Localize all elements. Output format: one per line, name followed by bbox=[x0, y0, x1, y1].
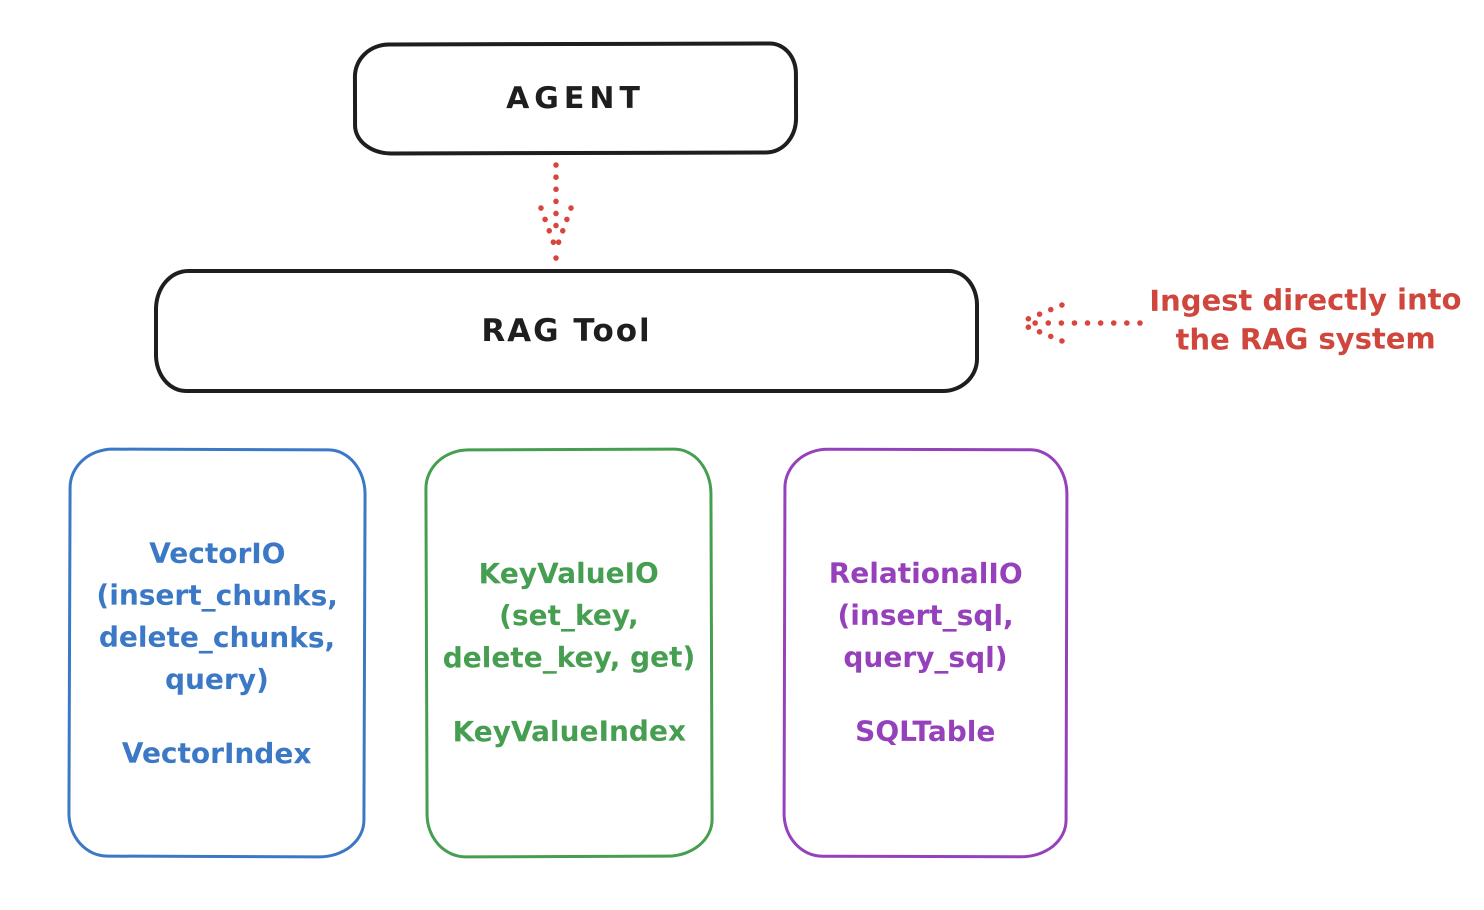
relational-io-box: RelationalIO (insert_sql, query_sql) SQL… bbox=[782, 447, 1069, 859]
relational-io-label: RelationalIO (insert_sql, query_sql) bbox=[828, 556, 1023, 675]
keyvalue-index-label: KeyValueIndex bbox=[452, 714, 687, 749]
sql-table-label: SQLTable bbox=[855, 714, 996, 749]
vector-io-box: VectorIO (insert_chunks, delete_chunks, … bbox=[67, 447, 367, 859]
agent-label: AGENT bbox=[506, 80, 645, 117]
ingest-annotation-line1: Ingest directly into bbox=[1149, 282, 1462, 318]
ingest-annotation-line2: the RAG system bbox=[1175, 321, 1436, 357]
ingest-annotation: Ingest directly into the RAG system bbox=[1138, 280, 1473, 360]
keyvalue-io-box: KeyValueIO (set_key, delete_key, get) Ke… bbox=[424, 447, 714, 859]
agent-to-rag-dotted-arrow-icon bbox=[538, 162, 574, 261]
rag-tool-box: RAG Tool bbox=[154, 269, 979, 393]
agent-box: AGENT bbox=[352, 41, 799, 156]
vector-index-label: VectorIndex bbox=[121, 736, 312, 771]
rag-tool-label: RAG Tool bbox=[481, 313, 652, 349]
vector-io-label: VectorIO (insert_chunks, delete_chunks, … bbox=[96, 536, 339, 697]
keyvalue-io-label: KeyValueIO (set_key, delete_key, get) bbox=[442, 556, 696, 675]
ingest-dotted-arrow-icon bbox=[1020, 302, 1143, 344]
